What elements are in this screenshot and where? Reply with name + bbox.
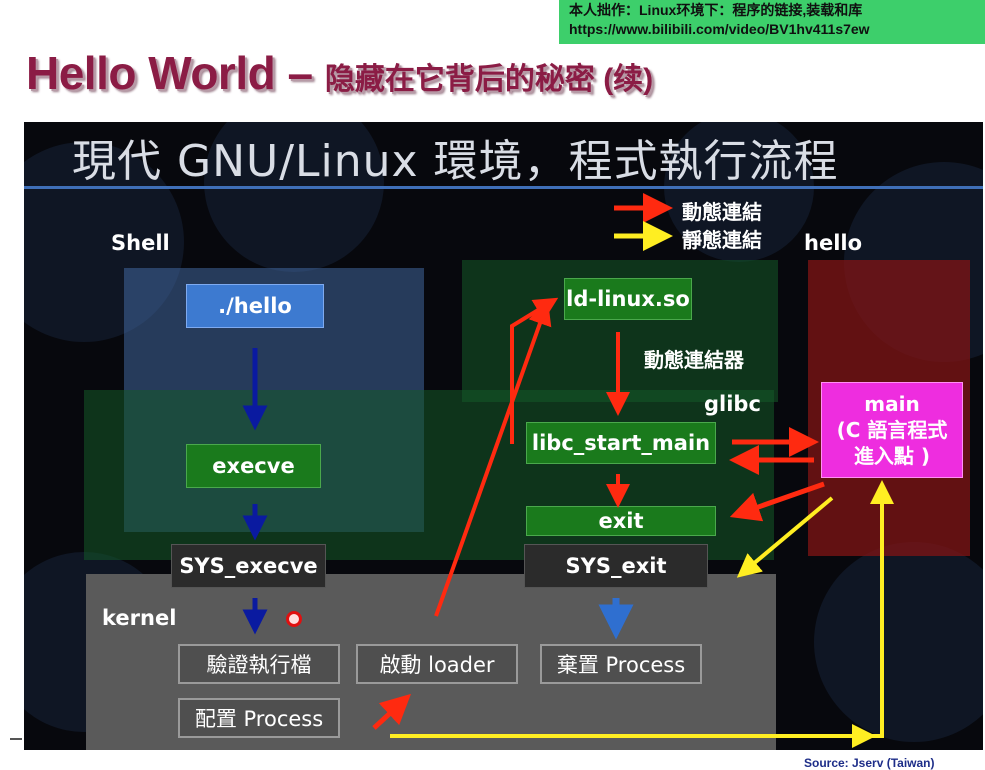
main-line-1: main xyxy=(864,392,920,416)
shell-label: Shell xyxy=(111,231,170,255)
slide-image: 現代 GNU/Linux 環境，程式執行流程 Shell hello glibc… xyxy=(24,122,983,750)
background-bubble xyxy=(204,122,384,272)
slide-divider-dash xyxy=(10,738,22,740)
title-main: Hello World – xyxy=(26,47,325,99)
ld-linux-box: ld-linux.so xyxy=(564,278,692,320)
sys-exit-box: SYS_exit xyxy=(524,544,708,588)
legend-dynamic-label: 動態連結 xyxy=(682,200,762,224)
heading-divider xyxy=(24,186,983,189)
legend-static-label: 靜態連結 xyxy=(682,228,762,252)
main-line-2: (C 語言程式 xyxy=(836,418,948,442)
config-to-loader-arrow xyxy=(372,693,412,730)
credit-banner: 本人拙作：Linux环境下：程序的链接,装载和库 https://www.bil… xyxy=(559,0,985,44)
config-to-main-arrow xyxy=(390,480,894,738)
background-bubble xyxy=(814,542,983,742)
main-to-sys-exit-arrow xyxy=(736,496,834,578)
configure-process-box: 配置 Process xyxy=(178,698,340,738)
credit-link[interactable]: https://www.bilibili.com/video/BV1hv411s… xyxy=(569,21,870,37)
start-loader-box: 啟動 loader xyxy=(356,644,518,684)
libc-start-main-box: libc_start_main xyxy=(526,422,716,464)
loader-to-ld-arrow xyxy=(434,300,552,617)
main-entry-box: main (C 語言程式 進入點 ) xyxy=(821,382,963,478)
libc-to-ld-arrow xyxy=(510,297,559,444)
credit-line1: 本人拙作：Linux环境下：程序的链接,装载和库 xyxy=(569,2,863,18)
kernel-label: kernel xyxy=(102,606,177,630)
hello-command-box: ./hello xyxy=(186,284,324,328)
flow-arrows xyxy=(242,193,894,748)
dynamic-linker-label: 動態連結器 xyxy=(644,348,744,372)
main-to-exit-arrow xyxy=(729,481,825,522)
exit-box: exit xyxy=(526,506,716,536)
glibc-label: glibc xyxy=(704,392,761,416)
hello-label: hello xyxy=(804,231,863,255)
verify-executable-box: 驗證執行檔 xyxy=(178,644,340,684)
background-bubble xyxy=(664,122,814,262)
discard-process-box: 棄置 Process xyxy=(540,644,702,684)
title-sub: 隐藏在它背后的秘密 (续) xyxy=(324,63,654,96)
main-line-3: 進入點 ) xyxy=(853,444,931,468)
source-citation: Source: Jserv (Taiwan) xyxy=(804,756,935,770)
sys-execve-box: SYS_execve xyxy=(171,544,326,588)
cursor-pointer-icon xyxy=(286,611,302,627)
slide-heading: 現代 GNU/Linux 環境，程式執行流程 xyxy=(72,136,839,187)
page-title: Hello World – 隐藏在它背后的秘密 (续) xyxy=(26,46,653,100)
execve-box: execve xyxy=(186,444,321,488)
